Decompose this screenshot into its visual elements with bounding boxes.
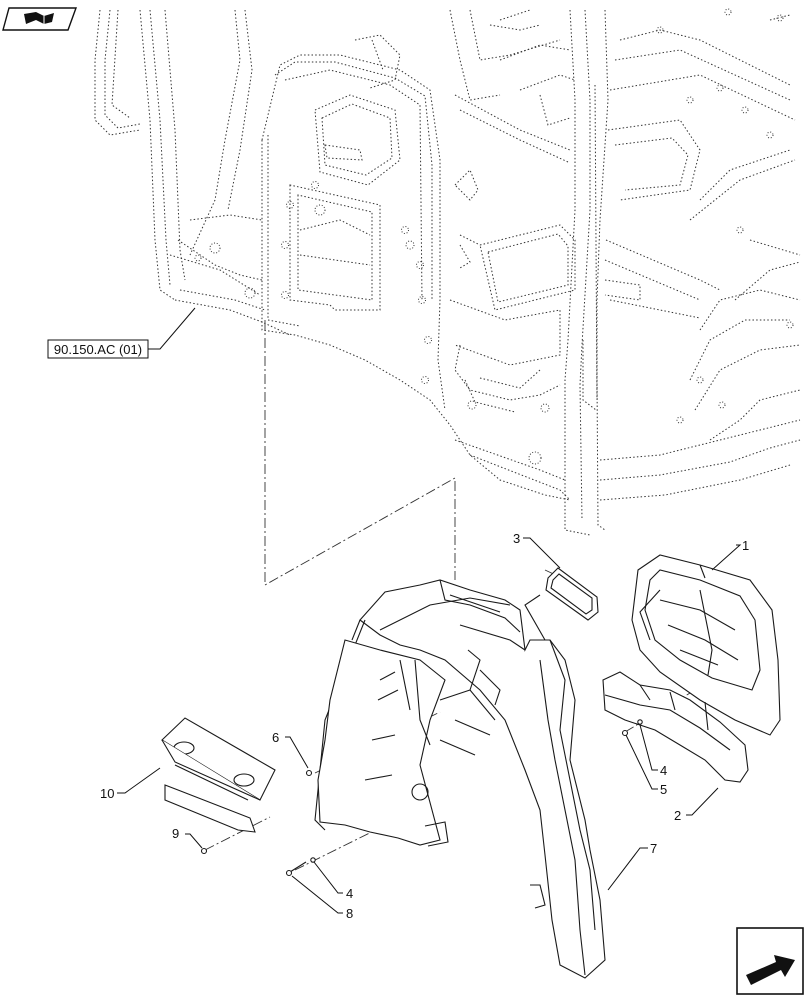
callout-9: 9 [172,826,179,841]
callout-6: 6 [272,730,279,745]
callout-2: 2 [674,808,681,823]
reference-link-90-150-ac[interactable]: 90.150.AC (01) [47,339,149,359]
cab-frame-drawing [94,8,801,536]
callout-7: 7 [650,841,657,856]
leader-lines [117,307,742,914]
callout-4-right: 4 [660,763,667,778]
part-3-gasket [545,567,599,621]
part-callouts: 3 1 6 10 9 4 8 4 5 2 7 [100,531,749,921]
callout-1: 1 [742,538,749,553]
callout-4-left: 4 [346,886,353,901]
book-navigation-icon[interactable] [2,7,77,31]
next-page-arrow-icon[interactable] [736,927,804,995]
reference-label: 90.150.AC (01) [54,342,142,357]
callout-5: 5 [660,782,667,797]
part-7-trim-panel [314,579,606,979]
callout-10: 10 [100,786,114,801]
part-1-console-housing [631,554,781,736]
callout-8: 8 [346,906,353,921]
callout-3: 3 [513,531,520,546]
part-10-bracket [161,717,276,833]
fasteners [200,719,643,877]
